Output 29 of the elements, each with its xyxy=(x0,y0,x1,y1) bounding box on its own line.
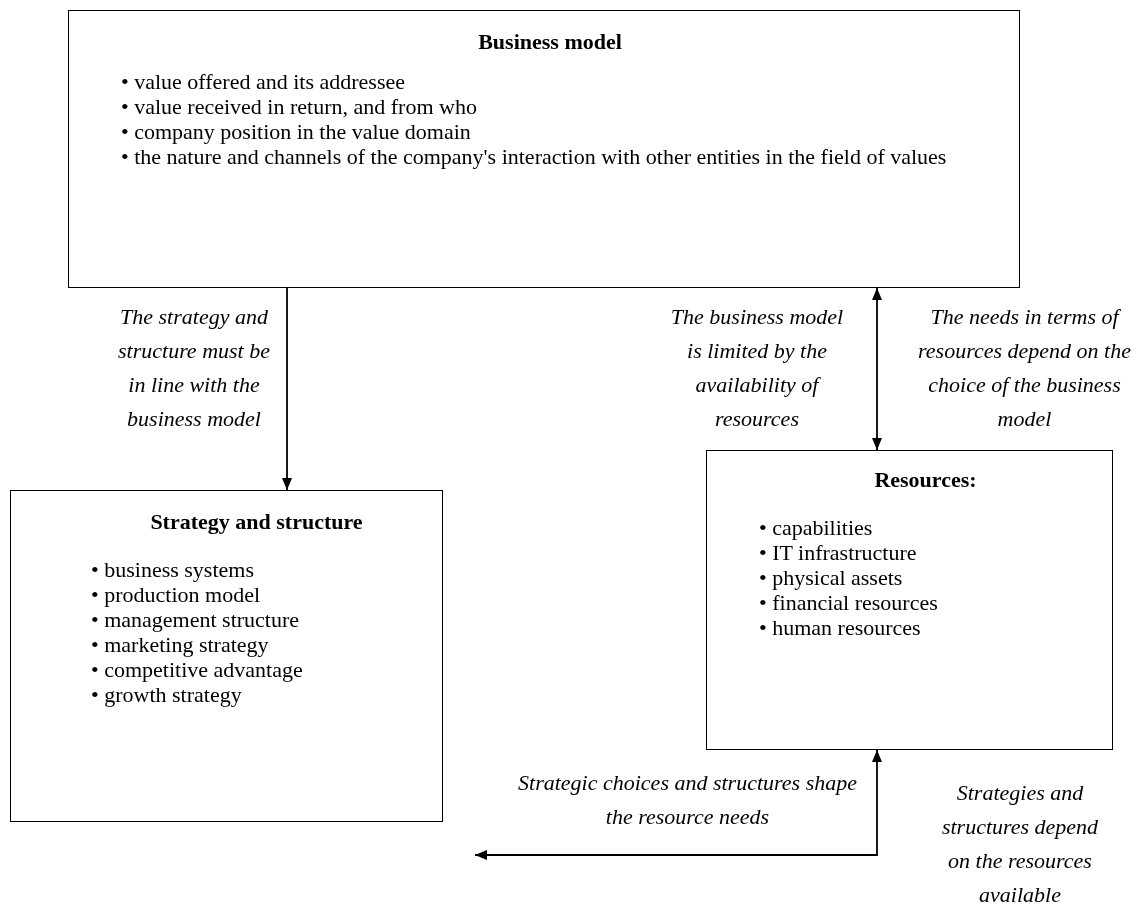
box-heading: Strategy and structure xyxy=(149,509,364,535)
arrow xyxy=(872,287,882,451)
bullet-item: • marketing strategy xyxy=(91,632,270,657)
bullet-item: • company position in the value domain xyxy=(121,119,472,144)
bullet-item: • capabilities xyxy=(759,515,874,540)
note-text: Strategies and structures depend on the resources available xyxy=(940,779,1100,909)
bullet-item: • value received in return, and from who xyxy=(121,94,478,119)
bullet-item: • the nature and channels of the company's interaction with other entities in the field of values xyxy=(121,144,948,169)
bullet-item: • IT infrastructure xyxy=(759,540,918,565)
process-box xyxy=(706,450,1113,750)
bullet-item: • business systems xyxy=(91,557,255,582)
edge-label: The strategy and structure must be in line with the business model xyxy=(117,303,271,433)
bullet-item: • growth strategy xyxy=(91,682,243,707)
note-text: The needs in terms of resources depend on the choice of the business model xyxy=(917,303,1132,433)
edge-label: The business model is limited by the availability of resources xyxy=(669,303,845,433)
process-box xyxy=(68,10,1020,288)
bullet-item: • financial resources xyxy=(759,590,939,615)
arrow xyxy=(282,287,292,491)
bullet-item: • physical assets xyxy=(759,565,904,590)
arrow xyxy=(474,749,882,860)
bullet-item: • competitive advantage xyxy=(91,657,304,682)
box-heading: Resources: xyxy=(873,467,978,493)
bullet-item: • production model xyxy=(91,582,261,607)
process-box xyxy=(10,490,443,822)
edge-label: Strategic choices and structures shape the resource needs xyxy=(517,769,858,831)
box-heading: Business model xyxy=(477,29,623,55)
bullet-item: • value offered and its addressee xyxy=(121,69,406,94)
bullet-item: • human resources xyxy=(759,615,922,640)
bullet-item: • management structure xyxy=(91,607,301,632)
